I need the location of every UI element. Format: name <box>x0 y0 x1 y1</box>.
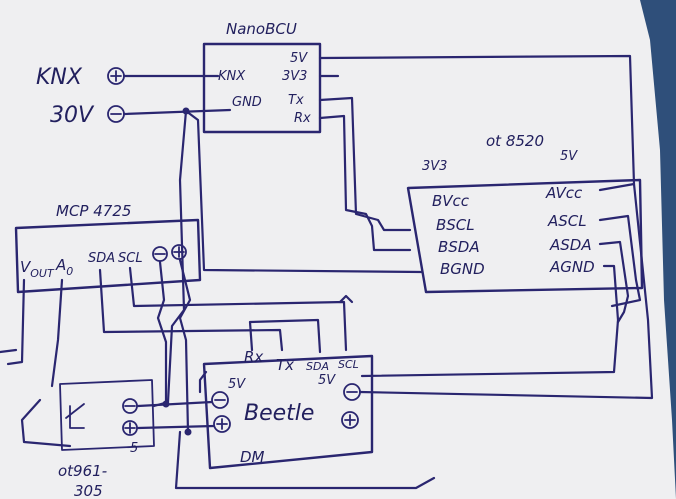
ot8520-pin-bvcc: BVcc <box>432 192 470 210</box>
nanobcu-pin-gnd: GND <box>232 95 262 110</box>
wire-a0 <box>50 278 64 388</box>
wire-relay-left <box>20 398 72 448</box>
wire-mcp-minus <box>156 260 168 406</box>
nanobcu-pin-rx: Rx <box>294 111 311 126</box>
mcp-pin-a0: A0 <box>55 256 73 278</box>
beetle-pin-scl: SCL <box>338 358 359 371</box>
mcp-pin-vout: VOUT <box>20 258 55 280</box>
beetle-pin-sda: SDA <box>306 360 329 373</box>
ot8520-3v3-label: 3V3 <box>422 159 447 174</box>
beetle-pin-rx: Rx <box>244 348 263 366</box>
wire-rx-bsda <box>318 114 412 252</box>
beetle-right-plus-icon <box>341 411 359 429</box>
mcp4725-title: MCP 4725 <box>56 202 131 220</box>
supply-knx-label: KNX <box>36 65 83 90</box>
relay-box <box>59 379 155 451</box>
relay-switch-symbol <box>65 403 85 429</box>
wire-asda <box>598 240 630 324</box>
beetle-box <box>202 354 374 470</box>
ot8520-box <box>406 178 644 294</box>
relay-part-line1: ot961- <box>58 462 107 480</box>
beetle-left-plus-icon <box>213 415 231 433</box>
beetle-left-minus-icon <box>211 391 229 409</box>
ot8520-pin-avcc: AVcc <box>545 184 583 202</box>
wire-mcp-sda <box>98 268 284 352</box>
beetle-pin-5v: 5V <box>228 377 246 392</box>
mcp-plus-icon <box>171 244 187 260</box>
wire-agnd <box>360 264 620 378</box>
ot8520-pin-bscl: BSCL <box>436 216 475 234</box>
wire-vout-edge <box>0 348 18 354</box>
beetle-pin-tx: Tx <box>276 356 294 374</box>
relay-pin-5: 5 <box>130 441 138 456</box>
nanobcu-box <box>202 42 322 134</box>
wire-relay-plus <box>136 424 216 430</box>
ot8520-pin-ascl: ASCL <box>547 212 587 230</box>
mcp4725-box <box>14 218 202 294</box>
wire-crossover <box>338 294 354 304</box>
ot8520-pin-agnd: AGND <box>549 258 595 276</box>
ot8520-pin-bsda: BSDA <box>438 238 480 256</box>
wire-bottom-return <box>174 430 436 490</box>
knx-plus-icon <box>107 67 125 85</box>
ot8520-pin-asda: ASDA <box>549 236 592 254</box>
ot8520-pin-bgnd: BGND <box>440 260 485 278</box>
wire-vout <box>6 278 26 366</box>
nanobcu-pin-tx: Tx <box>288 93 304 108</box>
mcp-pin-sda: SDA <box>88 251 115 266</box>
wire-5v-rail <box>318 54 636 186</box>
junction-plus <box>184 428 192 436</box>
ot8520-5v-label: 5V <box>560 149 578 164</box>
wire-5v-to-beetle <box>358 182 654 400</box>
beetle-model: DM <box>240 448 265 466</box>
nanobcu-pin-knx: KNX <box>218 69 246 84</box>
wire-beetle-rx-tx <box>248 318 322 354</box>
wire-beetle-5v <box>198 370 208 394</box>
nanobcu-pin-3v3: 3V3 <box>282 69 307 84</box>
supply-30v-label: 30V <box>50 103 95 128</box>
nanobcu-title: NanoBCU <box>226 20 297 38</box>
relay-plus-icon <box>122 420 138 436</box>
wire-ascl <box>598 214 642 308</box>
wire-relay-minus <box>136 400 214 408</box>
relay-part-line2: 305 <box>74 482 103 499</box>
beetle-name: Beetle <box>244 401 314 426</box>
wire-mcp-scl <box>128 266 348 352</box>
wire-gnd-bus <box>122 108 232 116</box>
wire-gnd-bgnd <box>184 109 424 274</box>
mcp-pin-scl: SCL <box>118 251 143 266</box>
beetle-right-5v: 5V <box>318 373 336 388</box>
nanobcu-pin-5v: 5V <box>290 51 308 66</box>
wire-mcp-plus <box>178 258 192 434</box>
ot8520-title: ot 8520 <box>486 132 544 150</box>
